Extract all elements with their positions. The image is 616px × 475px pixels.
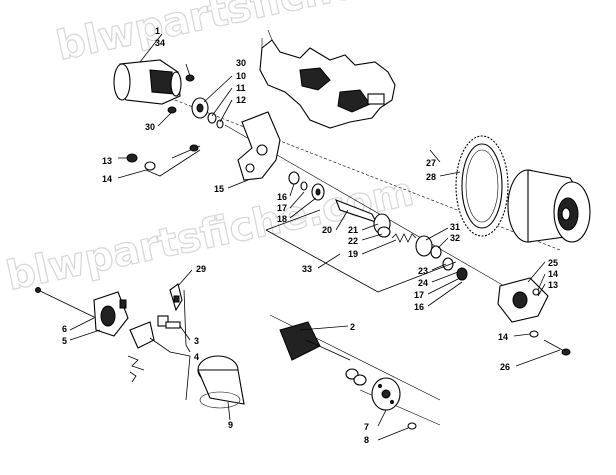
- callout-23: 23: [418, 266, 428, 276]
- armature-part: [279, 321, 367, 386]
- callout-25: 25: [548, 258, 558, 268]
- starter-motor-part: [113, 59, 182, 105]
- callout-27: 27: [426, 158, 436, 168]
- spring-and-washers: [391, 233, 468, 281]
- clip-parts: [127, 355, 145, 383]
- callout-1: 1: [155, 26, 160, 36]
- callout-13-right: 13: [548, 280, 558, 290]
- callout-32: 32: [450, 233, 460, 243]
- callout-30-lower: 30: [145, 122, 155, 132]
- callout-3: 3: [194, 336, 199, 346]
- callout-11: 11: [236, 83, 246, 93]
- callout-9: 9: [228, 420, 233, 430]
- callout-12: 12: [236, 95, 246, 105]
- callout-28: 28: [426, 172, 436, 182]
- drive-clutch-part: [507, 169, 591, 243]
- callout-34: 34: [155, 38, 165, 48]
- callout-14-lower-right: 14: [498, 332, 508, 342]
- starter-hardware-items: [167, 74, 224, 129]
- callout-14-right: 14: [548, 269, 558, 279]
- callout-26: 26: [500, 362, 510, 372]
- callout-8: 8: [364, 435, 369, 445]
- callout-15: 15: [214, 184, 224, 194]
- watermark-text-top: blwpartsfiche.com: [53, 0, 468, 70]
- callout-14-left: 14: [102, 174, 112, 184]
- long-bolt-part: [529, 330, 571, 356]
- callout-4: 4: [194, 352, 199, 362]
- callout-7: 7: [364, 422, 369, 432]
- callout-13-left: 13: [102, 156, 112, 166]
- bolts-left: [126, 144, 201, 171]
- end-housing-part: [497, 277, 549, 323]
- callout-17-lower: 17: [414, 290, 424, 300]
- callout-19: 19: [348, 249, 358, 259]
- callout-22: 22: [348, 236, 358, 246]
- small-parts-group-upper: [288, 171, 325, 201]
- callout-18: 18: [277, 214, 287, 224]
- callout-30-upper: 30: [236, 58, 246, 68]
- callout-24: 24: [418, 278, 428, 288]
- callout-31: 31: [450, 222, 460, 232]
- callout-20: 20: [322, 225, 332, 235]
- ring-gear-part: [455, 135, 509, 237]
- engine-case-part: [259, 29, 396, 129]
- callout-5: 5: [62, 336, 67, 346]
- callout-16-upper: 16: [277, 192, 287, 202]
- callout-17-upper: 17: [277, 203, 287, 213]
- field-frame-part: [197, 355, 245, 409]
- mounting-bracket-part: [237, 111, 281, 181]
- leader-lines: [69, 33, 561, 441]
- brush-holder-part: [35, 287, 129, 337]
- callout-labels: 1 34 30 10 11 12 30 13 14 15 16 17 18 20…: [62, 26, 558, 445]
- callout-2: 2: [350, 322, 355, 332]
- callout-21: 21: [348, 225, 358, 235]
- terminal-plate-parts: [129, 283, 183, 349]
- callout-29: 29: [196, 264, 206, 274]
- drive-end-plate-part: [371, 377, 417, 430]
- callout-6: 6: [62, 324, 67, 334]
- callout-33: 33: [302, 264, 312, 274]
- callout-16-lower: 16: [414, 302, 424, 312]
- callout-10: 10: [236, 71, 246, 81]
